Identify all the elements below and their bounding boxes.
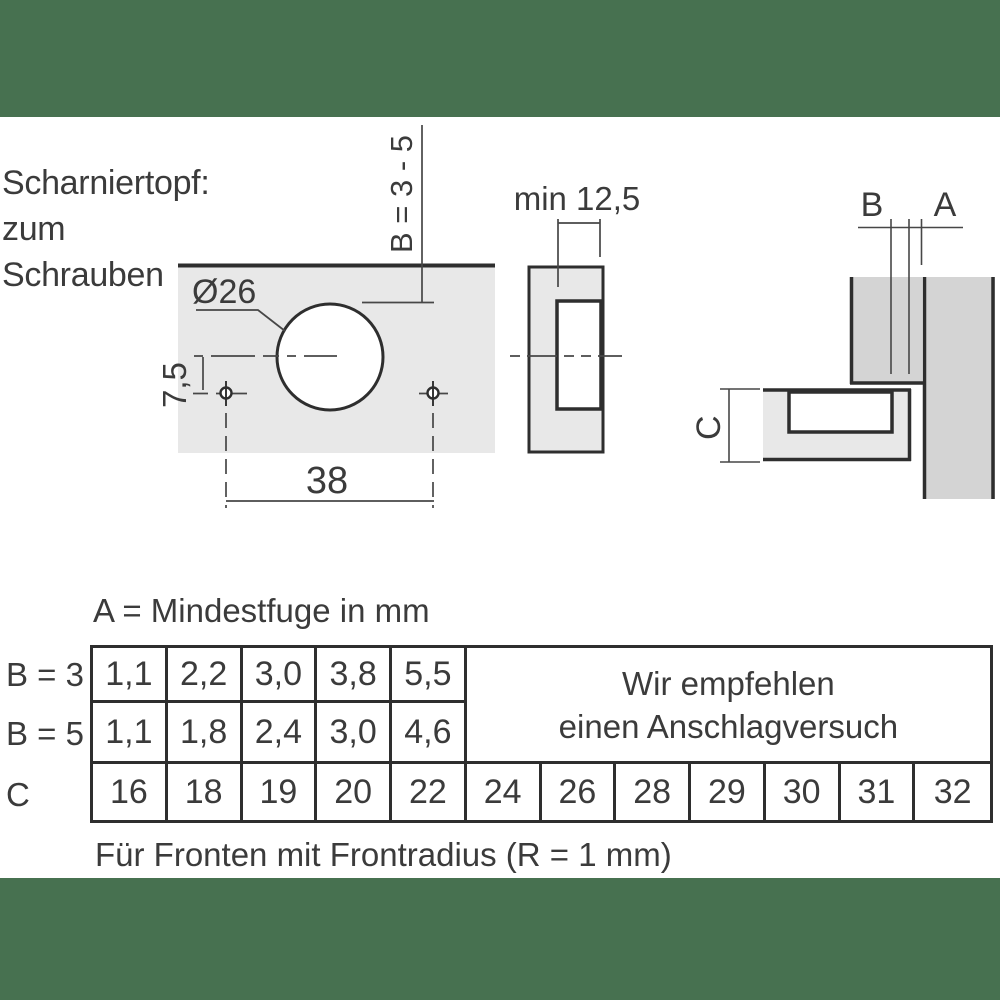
table-cell-b5-3: 2,4: [242, 703, 318, 764]
table-cell-b3-2: 2,2: [167, 648, 243, 703]
table-cell-c-7: 26: [542, 764, 617, 820]
table-cell-c-2: 18: [168, 764, 243, 820]
recommendation-line-1: Wir empfehlen: [622, 664, 835, 702]
bottom-green-bar: [0, 878, 1000, 1000]
table-cell-b3-3: 3,0: [242, 648, 318, 703]
intro-line-1: Scharniertopf:: [2, 164, 210, 202]
cabinet-panel: [850, 277, 922, 382]
plan-view: B = 3 - 5 Ø26 7,5 38: [156, 125, 495, 508]
section-cup: [555, 299, 603, 411]
table-cell-c-9: 29: [691, 764, 766, 820]
table-cell-b3-4: 3,8: [317, 648, 392, 703]
mounted-cup: [787, 390, 894, 434]
fuge-table: Wir empfehlen einen Anschlagversuch 1,1 …: [90, 645, 993, 823]
table-cell-c-11: 31: [841, 764, 916, 820]
recommendation-line-2: einen Anschlagversuch: [558, 707, 899, 745]
intro-text: Scharniertopf: zum Schrauben: [2, 160, 210, 298]
min-dim-label: min 12,5: [514, 180, 641, 217]
side-view: B A C: [690, 186, 995, 499]
table-cell-b5-2: 1,8: [167, 703, 243, 764]
label-a: A: [934, 186, 957, 224]
table-heading: A = Mindestfuge in mm: [93, 592, 430, 629]
table-cell-c-10: 30: [766, 764, 841, 820]
side-wall-panel: [923, 277, 995, 499]
diameter-leader-line: [196, 309, 286, 332]
table-footnote: Für Fronten mit Frontradius (R = 1 mm): [95, 836, 672, 873]
table-cell-c-5: 22: [392, 764, 467, 820]
diameter-label: Ø26: [192, 273, 256, 311]
spacing-dim-label: 38: [306, 460, 348, 502]
table-cell-b5-1: 1,1: [93, 703, 168, 764]
table-cell-b3-1: 1,1: [93, 648, 168, 703]
row-label-c: C: [6, 776, 30, 813]
table-cell-c-3: 19: [243, 764, 318, 820]
table-cell-c-6: 24: [467, 764, 542, 820]
table-cell-c-4: 20: [317, 764, 392, 820]
intro-line-2: zum: [2, 210, 66, 248]
offset-dim-label: 7,5: [156, 362, 193, 408]
cup-hole-circle: [275, 302, 385, 412]
section-view: min 12,5: [510, 180, 641, 454]
label-c: C: [690, 415, 728, 440]
table-cell-c-12: 32: [933, 772, 972, 811]
row-label-b3: B = 3: [6, 656, 84, 693]
intro-line-3: Schrauben: [2, 256, 164, 294]
table-cell-c-8: 28: [616, 764, 691, 820]
recommendation-cell: Wir empfehlen einen Anschlagversuch: [466, 648, 990, 764]
label-b: B: [861, 186, 884, 224]
row-label-b5: B = 5: [6, 715, 84, 752]
table-cell-b5-4: 3,0: [317, 703, 392, 764]
table-cell-b3-5: 5,5: [392, 648, 467, 703]
top-green-bar: [0, 0, 1000, 117]
depth-dim-label: B = 3 - 5: [384, 135, 419, 253]
table-cell-b5-5: 4,6: [392, 703, 467, 764]
table-cell-c-1: 16: [93, 764, 168, 820]
